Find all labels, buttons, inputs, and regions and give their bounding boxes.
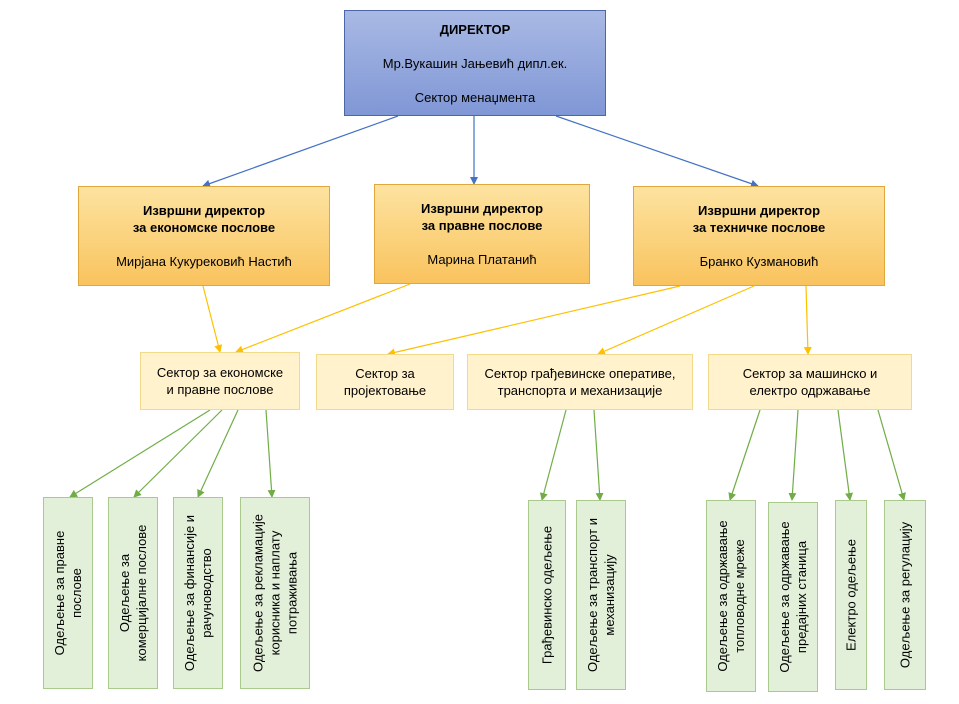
connector-director-econ — [202, 115, 399, 188]
department-label-line: Електро одељење — [843, 539, 859, 651]
connector-tech-sector3 — [597, 285, 755, 355]
connector-tech-sector4 — [803, 285, 812, 355]
sector-label-line: Сектор за машинско и — [742, 366, 878, 381]
department-construction: Грађевинско одељење — [528, 500, 566, 690]
sector-label-line: и правне послове — [166, 382, 274, 397]
executive-name: Бранко Кузмановић — [699, 254, 819, 269]
sector-label-line: пројектовање — [343, 383, 427, 398]
sector-maintenance: Сектор за машинско и електро одржавање — [708, 354, 912, 410]
department-label-line: Одељење за правне — [52, 530, 67, 656]
executive-technical-box: Извршни директор за техничке послове Бра… — [633, 186, 885, 286]
department-label-line: топловодне мреже — [732, 539, 747, 653]
department-label-line: потраживања — [284, 551, 300, 635]
executive-name: Мирјана Кукурековић Настић — [116, 254, 292, 269]
department-label-line: механизацију — [602, 554, 617, 636]
department-transport: Одељење за транспорт и механизацију — [576, 500, 626, 690]
department-regulation: Одељење за регулацију — [884, 500, 926, 690]
sector-label-line: Сектор за — [355, 366, 415, 381]
executive-title: Извршни директор — [697, 203, 821, 218]
executive-legal-box: Извршни директор за правне послове Марин… — [374, 184, 590, 284]
department-label-line: Одељење за финансије и — [182, 514, 197, 672]
connector-s1-d4 — [265, 409, 276, 498]
department-heating-network: Одељење за одржавање топловодне мреже — [706, 500, 756, 692]
executive-area: за техничке послове — [692, 220, 826, 235]
department-label-line: рачуноводство — [199, 548, 214, 638]
connector-s4-d8 — [788, 409, 799, 501]
department-label-line: Одељење за регулацију — [897, 521, 913, 669]
connector-s4-d10 — [877, 409, 906, 501]
department-label-line: Одељење за рекламације — [250, 514, 266, 672]
department-legal: Одељење за правне послове — [43, 497, 93, 689]
director-box: ДИРЕКТОР Мр.Вукашин Јањевић дипл.ек. Сек… — [344, 10, 606, 116]
department-label-line: Одељење за одржавање — [715, 520, 730, 672]
executive-economic-box: Извршни директор за економске послове Ми… — [78, 186, 330, 286]
connector-tech-sector2 — [387, 285, 681, 357]
connector-econ-sector1 — [202, 285, 223, 353]
department-label-line: корисника и наплату — [267, 530, 283, 656]
department-label-line: послове — [69, 568, 84, 618]
department-finance: Одељење за финансије и рачуноводство — [173, 497, 223, 689]
sector-label-line: Сектор за економске — [156, 365, 284, 380]
sector-label-line: електро одржавање — [749, 383, 871, 398]
executive-title: Извршни директор — [142, 203, 266, 218]
director-unit: Сектор менаџмента — [414, 89, 536, 105]
sector-design: Сектор за пројектовање — [316, 354, 454, 410]
sector-label-line: Сектор грађевинске оперативе, — [484, 366, 676, 381]
sector-label-line: транспорта и механизације — [497, 383, 663, 398]
connector-s1-d1 — [69, 409, 211, 498]
connector-s4-d9 — [837, 409, 854, 501]
director-name: Мр.Вукашин Јањевић дипл.ек. — [382, 55, 568, 71]
connector-director-tech — [555, 115, 759, 188]
director-title: ДИРЕКТОР — [439, 21, 511, 37]
executive-title: Извршни директор — [420, 201, 544, 216]
department-label-line: Одељење за транспорт и — [585, 518, 600, 672]
department-label-line: предајних станица — [794, 540, 809, 654]
connector-s3-d5 — [539, 409, 567, 501]
connector-s4-d7 — [728, 409, 761, 501]
connector-legal-sector1 — [235, 283, 411, 354]
department-commercial: Одељење за комерцијалне послове — [108, 497, 158, 689]
connector-s1-d3 — [197, 409, 239, 498]
department-complaints: Одељење за рекламације корисника и напла… — [240, 497, 310, 689]
executive-name: Марина Платанић — [427, 252, 537, 267]
connector-s3-d6 — [593, 409, 604, 501]
executive-area: за правне послове — [421, 218, 543, 233]
connector-s1-d2 — [133, 409, 223, 498]
sector-construction: Сектор грађевинске оперативе, транспорта… — [467, 354, 693, 410]
department-electro: Електро одељење — [835, 500, 867, 690]
sector-economic-legal: Сектор за економске и правне послове — [140, 352, 300, 410]
department-label-line: Грађевинско одељење — [539, 525, 555, 665]
department-label-line: комерцијалне послове — [134, 524, 149, 662]
department-label-line: Одељење за одржавање — [777, 521, 792, 673]
department-label-line: Одељење за — [117, 553, 132, 633]
department-substations: Одељење за одржавање предајних станица — [768, 502, 818, 692]
executive-area: за економске послове — [132, 220, 276, 235]
